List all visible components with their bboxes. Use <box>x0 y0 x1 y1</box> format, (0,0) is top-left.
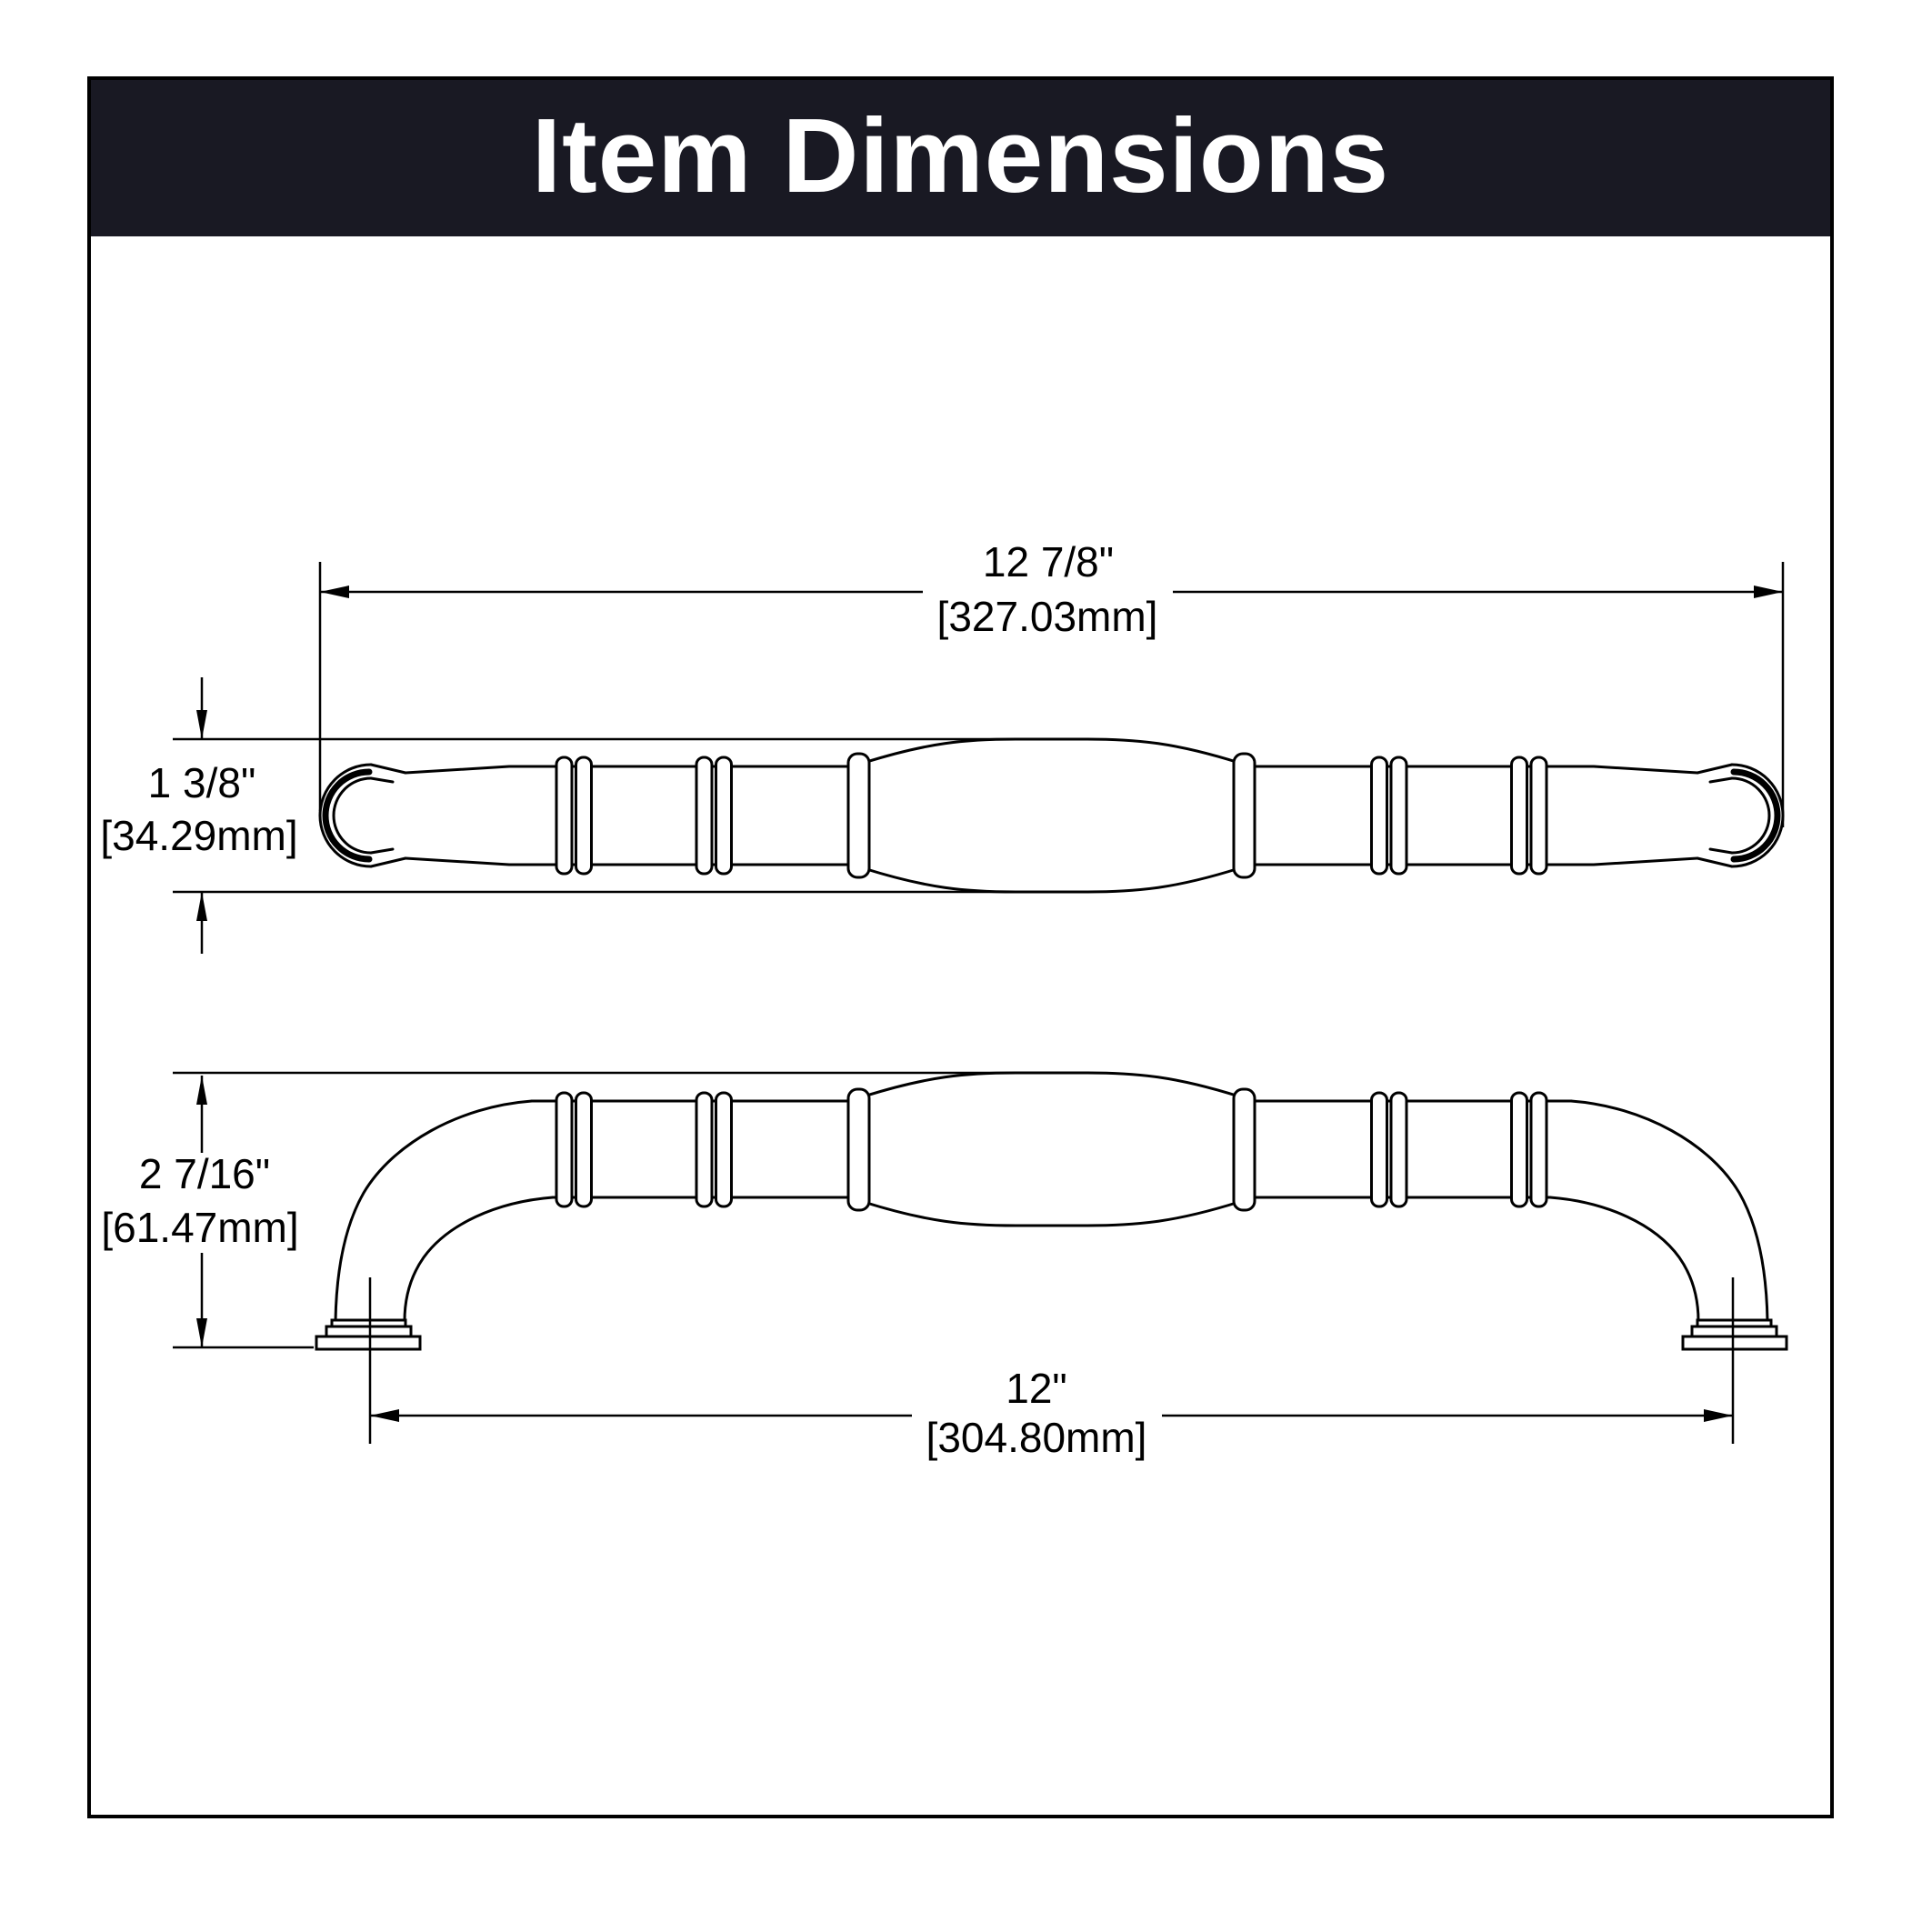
top-view-center-oval <box>862 737 1241 894</box>
front-view-ring <box>555 1091 574 1208</box>
front-view-ring <box>1232 1087 1256 1212</box>
dim-center-to-center-mm: [304.80mm] <box>926 1414 1147 1461</box>
foot-mid <box>1690 1325 1778 1338</box>
top-view-tube-bottom-edge <box>404 856 873 866</box>
front-view-right-leg-outer <box>1569 1099 1769 1323</box>
arrowhead-right <box>1704 1409 1733 1422</box>
top-view-ring <box>555 756 574 876</box>
top-view-ring <box>846 752 871 879</box>
front-view-ring <box>1529 1091 1548 1208</box>
front-view-ring <box>1370 1091 1388 1208</box>
dim-overall-length: 12 7/8" [327.03mm] <box>318 538 1785 827</box>
page-title: Item Dimensions <box>531 96 1390 215</box>
arrowhead-left <box>320 586 349 598</box>
top-view-ring <box>1529 756 1548 876</box>
dim-projection-inches: 2 7/16" <box>139 1150 270 1197</box>
top-view-left-cap-inner <box>332 776 373 855</box>
top-view-tube-top-edge <box>404 765 873 775</box>
top-view-ring <box>1370 756 1388 876</box>
front-view-left-leg-inner <box>403 1196 555 1323</box>
top-view-left-cap-joins <box>369 763 407 868</box>
top-view-right-cap-mid <box>1730 768 1781 863</box>
arrowhead-down <box>196 710 207 739</box>
foot-base <box>315 1335 422 1351</box>
front-view-ring <box>846 1087 871 1212</box>
top-view-handle <box>318 737 1785 894</box>
top-view-left-cap-outer <box>318 763 373 868</box>
top-view-tube-bottom-edge-right <box>1230 856 1699 866</box>
dim-end-height: 1 3/8" [34.29mm] <box>100 677 1046 954</box>
top-view-ring <box>1232 752 1256 879</box>
foot-mid <box>325 1325 413 1338</box>
top-view-ring <box>1389 756 1408 876</box>
front-view-ring <box>1389 1091 1408 1208</box>
front-view-ring <box>1510 1091 1528 1208</box>
front-view-right-foot <box>1681 1318 1788 1351</box>
dim-projection: 2 7/16" [61.47mm] <box>101 1071 1046 1349</box>
top-view-ring <box>1510 756 1528 876</box>
dim-center-to-center-inches: 12" <box>1006 1365 1067 1412</box>
dim-end-height-mm: [34.29mm] <box>100 812 297 859</box>
top-view-ring <box>575 756 593 876</box>
top-view-ring <box>695 756 714 876</box>
arrowhead-down <box>196 1318 207 1347</box>
dim-center-to-center: 12" [304.80mm] <box>368 1277 1735 1461</box>
dim-overall-length-inches: 12 7/8" <box>983 538 1114 586</box>
top-view-ring <box>715 756 733 876</box>
front-view-left-foot <box>315 1318 422 1351</box>
dim-end-height-inches: 1 3/8" <box>148 759 256 806</box>
front-view-left-leg-outer <box>334 1099 534 1323</box>
arrowhead-up <box>196 1076 207 1105</box>
front-view-center-oval <box>862 1071 1241 1227</box>
arrowhead-right <box>1754 586 1783 598</box>
page-border: Item Dimensions <box>87 76 1834 1818</box>
top-view-left-cap-mid <box>322 768 373 863</box>
front-view-ring <box>715 1091 733 1208</box>
top-view-right-cap-inner <box>1730 776 1771 855</box>
arrowhead-up <box>196 892 207 921</box>
foot-base <box>1681 1335 1788 1351</box>
dim-overall-length-mm: [327.03mm] <box>937 593 1158 640</box>
top-view-tube-top-edge-right <box>1230 765 1699 775</box>
arrowhead-left <box>370 1409 399 1422</box>
front-view-ring <box>695 1091 714 1208</box>
front-view-ring <box>575 1091 593 1208</box>
dim-projection-mm: [61.47mm] <box>101 1204 298 1251</box>
front-view-handle <box>315 1071 1788 1351</box>
front-view-right-leg-inner <box>1548 1196 1700 1323</box>
top-view-right-cap-joins <box>1696 763 1734 868</box>
title-bar: Item Dimensions <box>91 80 1830 236</box>
